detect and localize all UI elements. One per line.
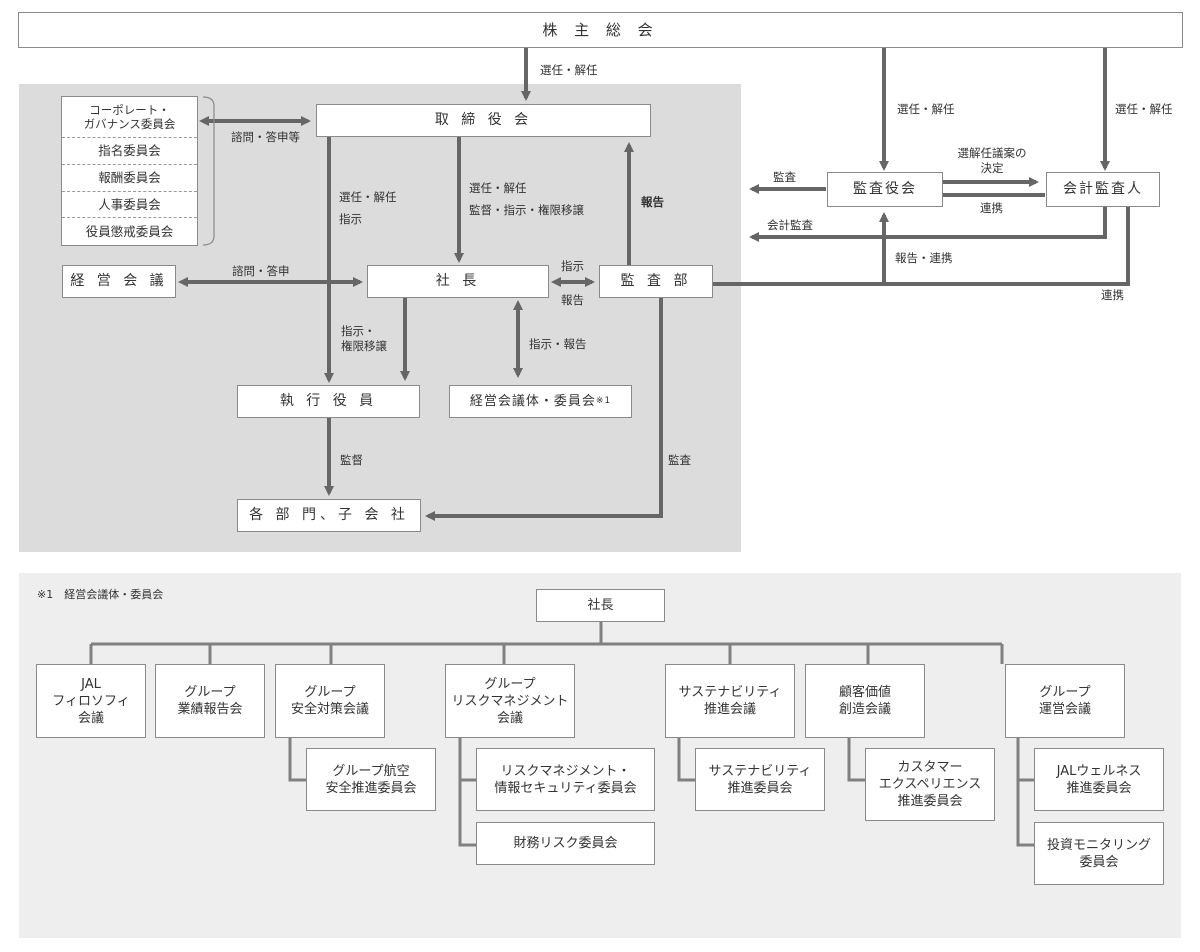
label-pres-auditdept-bottom: 報告 (561, 293, 584, 307)
management-meeting-box: 経 営 会 議 (62, 265, 176, 298)
audit-department-box: 監 査 部 (599, 265, 713, 298)
committee-nomination: 指名委員会 (62, 138, 197, 166)
label-pres-exec: 指示・ 権限移譲 (341, 324, 387, 353)
label-pres-auditdept-top: 指示 (561, 259, 584, 273)
label-pres-bodies: 指示・報告 (529, 337, 587, 351)
label-mgmt-pres: 諮問・答申 (232, 264, 290, 278)
advisory-committees-stack: コーポレート・ ガバナンス委員会 指名委員会 報酬委員会 人事委員会 役員懲戒委… (61, 96, 198, 246)
label-exec-div: 監督 (340, 453, 363, 467)
shareholders-meeting-box: 株 主 総 会 (18, 12, 1183, 48)
child-investment-monitoring: 投資モニタリング 委員会 (1034, 822, 1164, 885)
group-jal-philosophy: JAL フィロソフィ 会議 (36, 664, 146, 738)
label-auditdept-div: 監査 (668, 453, 691, 467)
label-sh-board: 選任・解任 (540, 63, 598, 77)
child-jal-wellness: JALウェルネス 推進委員会 (1034, 748, 1164, 811)
group-sustainability: サステナビリティ 推進会議 (665, 664, 795, 738)
group-operations: グループ 運営会議 (1005, 664, 1125, 738)
group-business-report: グループ 業績報告会 (155, 664, 265, 738)
management-bodies-label: 経営会議体・委員会 (469, 394, 596, 409)
edge-auditdept-acc (713, 205, 1130, 286)
group-risk-management: グループ リスクマネジメント 会議 (445, 664, 575, 738)
child-aviation-safety: グループ航空 安全推進委員会 (306, 748, 436, 811)
label-acc-audit: 会計監査 (767, 218, 813, 232)
label-auditdept-acc: 連携 (1101, 288, 1124, 302)
label-auditdept-board: 報告 (641, 195, 664, 209)
committees-section-title: ※1 経営会議体・委員会 (37, 588, 164, 601)
label-committees-board: 諮問・答申等 (231, 130, 300, 144)
label-sh-accauditor: 選任・解任 (1115, 102, 1173, 116)
divisions-subsidiaries-box: 各 部 門、子 会 社 (237, 499, 421, 532)
committee-corporate-governance: コーポレート・ ガバナンス委員会 (62, 97, 197, 139)
committee-personnel: 人事委員会 (62, 192, 197, 219)
label-board-pres: 選任・解任 監督・指示・権限移譲 (469, 181, 584, 217)
board-of-directors-box: 取 締 役 会 (316, 104, 651, 137)
group-customer-value: 顧客価値 創造会議 (805, 664, 925, 738)
president-box: 社 長 (367, 265, 549, 298)
audit-and-supervisory-board-box: 監査役会 (827, 172, 943, 207)
management-bodies-note: ※1 (595, 396, 612, 406)
label-sh-auditboard: 選任・解任 (897, 102, 955, 116)
accounting-auditor-box: 会計監査人 (1046, 172, 1160, 207)
label-acc-auditboard: 連携 (980, 201, 1003, 215)
label-auditdept-auditboard: 報告・連携 (895, 251, 953, 265)
committee-tree-root: 社長 (536, 589, 665, 622)
committee-disciplinary: 役員懲戒委員会 (85, 223, 174, 239)
group-safety: グループ 安全対策会議 (275, 664, 385, 738)
child-sustainability: サステナビリティ 推進委員会 (695, 748, 825, 811)
child-customer-experience: カスタマー エクスペリエンス 推進委員会 (865, 748, 995, 821)
management-bodies-box: 経営会議体・委員会※1 (449, 385, 632, 418)
child-financial-risk: 財務リスク委員会 (476, 822, 655, 865)
executive-officers-box: 執 行 役 員 (237, 385, 420, 418)
committee-compensation: 報酬委員会 (62, 165, 197, 192)
label-board-exec: 選任・解任 指示 (339, 190, 397, 226)
label-auditboard-acc: 選解任議案の 決定 (957, 146, 1027, 175)
child-risk-infosec: リスクマネジメント・ 情報セキュリティ委員会 (476, 748, 655, 811)
label-auditboard-audit: 監査 (773, 170, 796, 184)
